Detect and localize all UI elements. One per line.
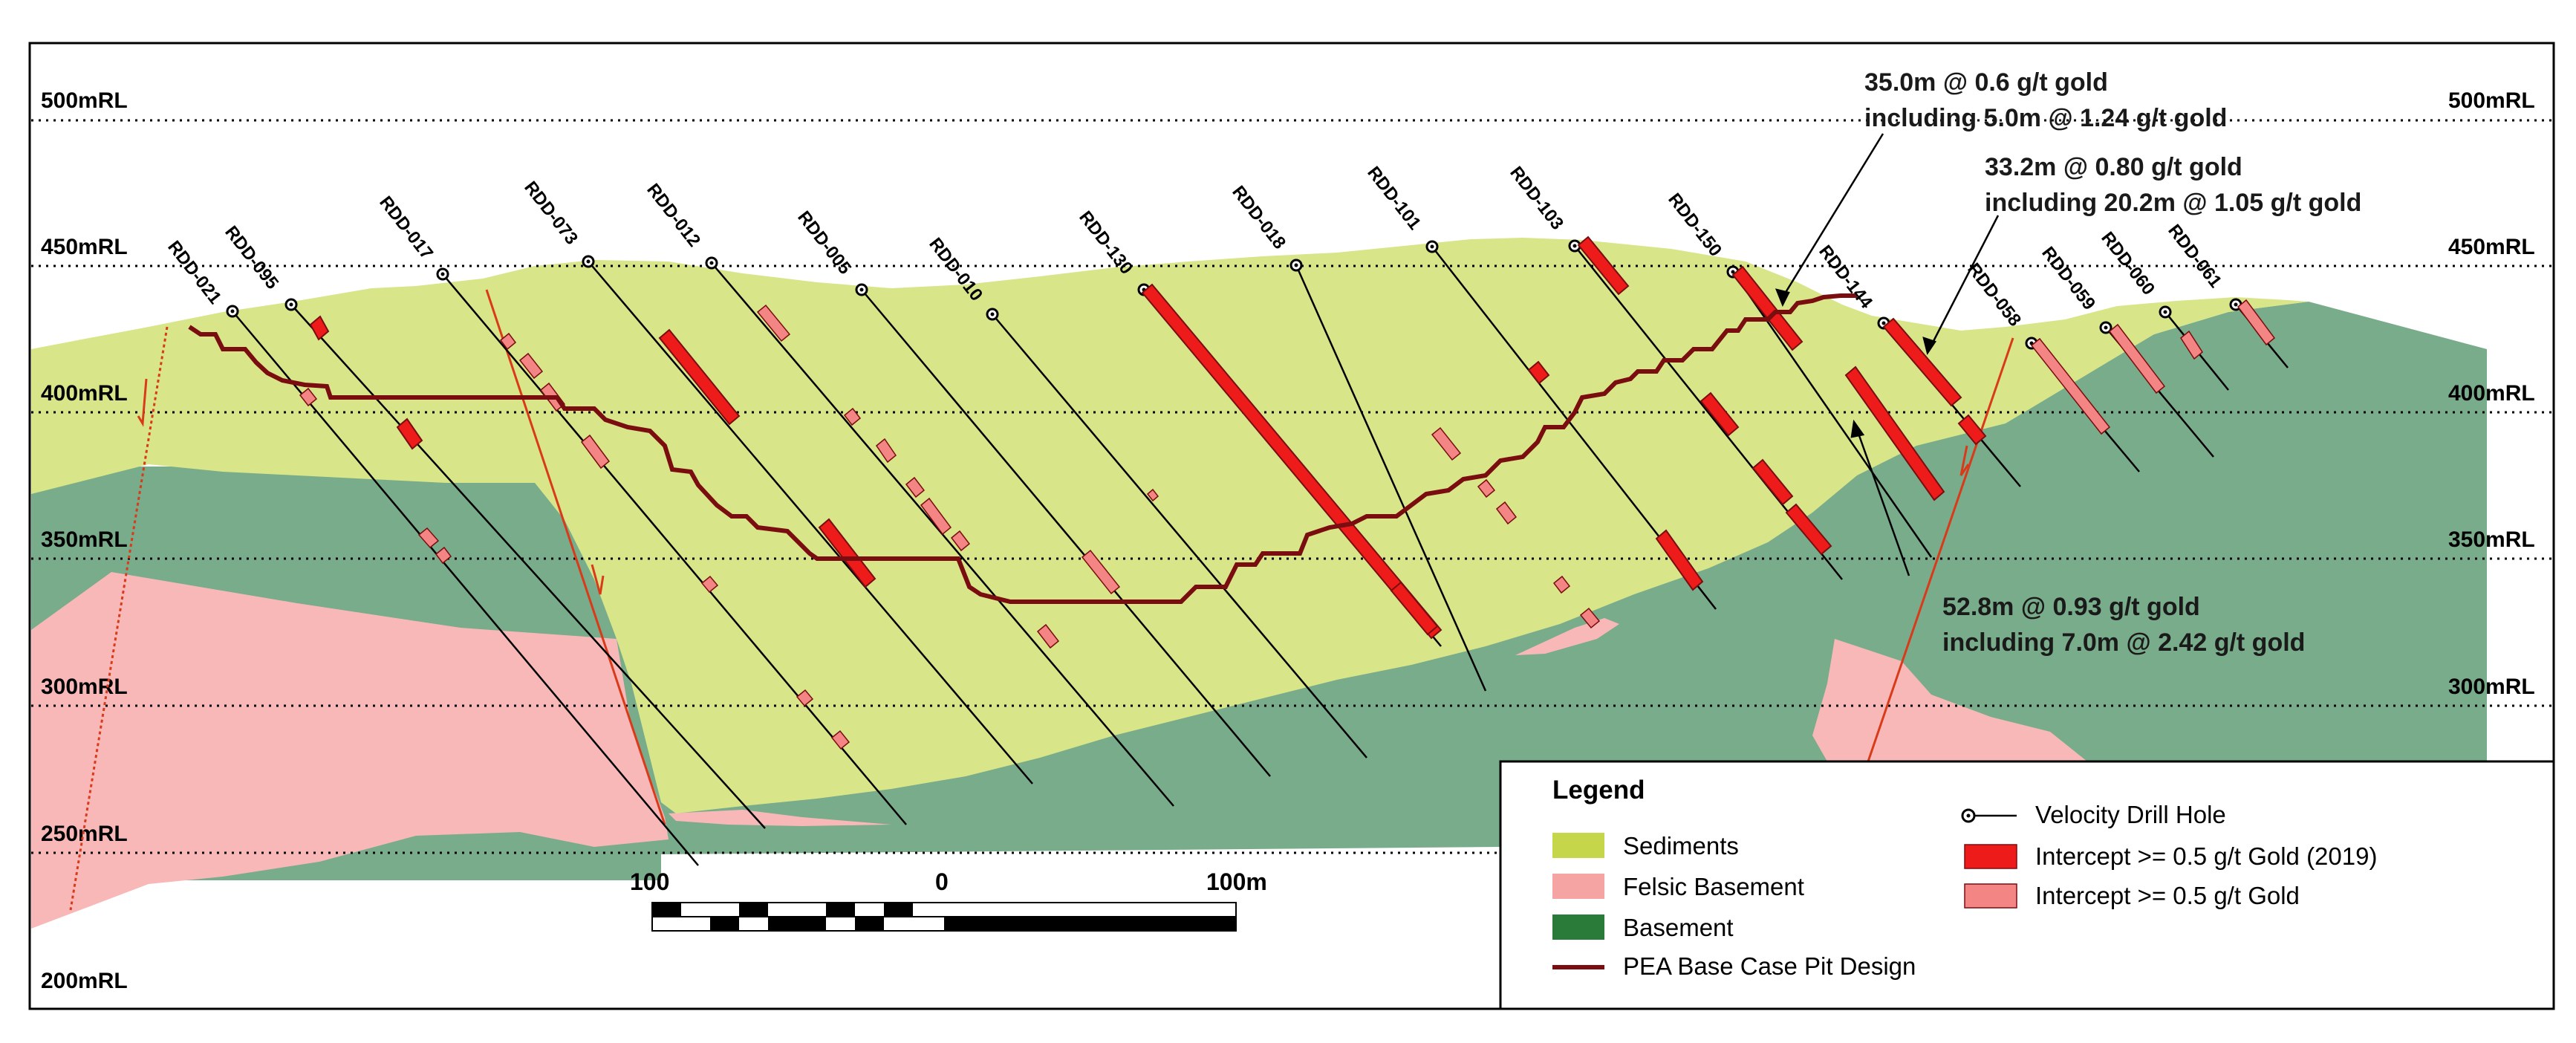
rl-label-500-left: 500mRL xyxy=(41,88,128,113)
callout-1-line1: 35.0m @ 0.6 g/t gold xyxy=(1864,68,2108,97)
legend-swatch-intercept xyxy=(1964,883,2017,909)
legend-swatch-basement xyxy=(1552,914,1604,940)
pea-pit-outline xyxy=(188,293,1857,604)
callout-2-line1: 33.2m @ 0.80 g/t gold xyxy=(1985,153,2242,181)
faults xyxy=(69,289,2014,911)
callout-3-line2: including 7.0m @ 2.42 g/t gold xyxy=(1942,628,2305,657)
intercepts-historic xyxy=(299,299,2276,750)
rl-label-500-right: 500mRL xyxy=(2448,88,2535,113)
scale-label-center: 0 xyxy=(935,868,949,895)
legend-label-intercept: Intercept >= 0.5 g/t Gold xyxy=(2035,882,2300,909)
rl-label-350-left: 350mRL xyxy=(41,527,128,552)
rl-label-300-right: 300mRL xyxy=(2448,675,2535,699)
rl-label-200-left: 200mRL xyxy=(41,969,128,993)
legend-swatch-sediments xyxy=(1552,833,1604,858)
legend-label-drillhole: Velocity Drill Hole xyxy=(2035,801,2226,828)
legend-label-sediments: Sediments xyxy=(1623,832,1739,860)
intercepts-2019 xyxy=(309,235,1987,640)
rl-label-300-left: 300mRL xyxy=(41,675,128,699)
rl-label-400-left: 400mRL xyxy=(41,381,128,406)
legend-swatch-felsic xyxy=(1552,874,1604,899)
legend-label-basement: Basement xyxy=(1623,914,1734,941)
felsic-sliver-bottom xyxy=(669,810,891,826)
legend-label-pit: PEA Base Case Pit Design xyxy=(1623,952,1916,980)
callout-3-line1: 52.8m @ 0.93 g/t gold xyxy=(1942,593,2200,621)
callout-1-line2: including 5.0m @ 1.24 g/t gold xyxy=(1864,104,2227,132)
rl-label-450-left: 450mRL xyxy=(41,235,128,259)
felsic-basement-left xyxy=(31,572,669,929)
scale-label-left: 100 xyxy=(630,868,669,895)
rl-label-450-right: 450mRL xyxy=(2448,235,2535,259)
legend-box xyxy=(1499,760,2555,1010)
legend-swatch-intercept-2019 xyxy=(1964,844,2017,869)
callout-2-line2: including 20.2m @ 1.05 g/t gold xyxy=(1985,189,2361,217)
felsic-basement-right xyxy=(1812,639,2087,761)
legend-label-felsic: Felsic Basement xyxy=(1623,873,1804,900)
fault-arrows xyxy=(137,378,1970,595)
legend-symbol-drillhole xyxy=(1961,808,2017,823)
callout-arrows xyxy=(1775,133,2000,576)
rl-label-400-right: 400mRL xyxy=(2448,381,2535,406)
legend-label-intercept-2019: Intercept >= 0.5 g/t Gold (2019) xyxy=(2035,842,2377,870)
rl-label-350-right: 350mRL xyxy=(2448,527,2535,552)
scale-bar xyxy=(651,902,1237,932)
scale-label-right: 100m xyxy=(1206,868,1267,895)
felsic-sliver-middle xyxy=(1515,618,1619,655)
legend-title: Legend xyxy=(1552,776,1645,805)
